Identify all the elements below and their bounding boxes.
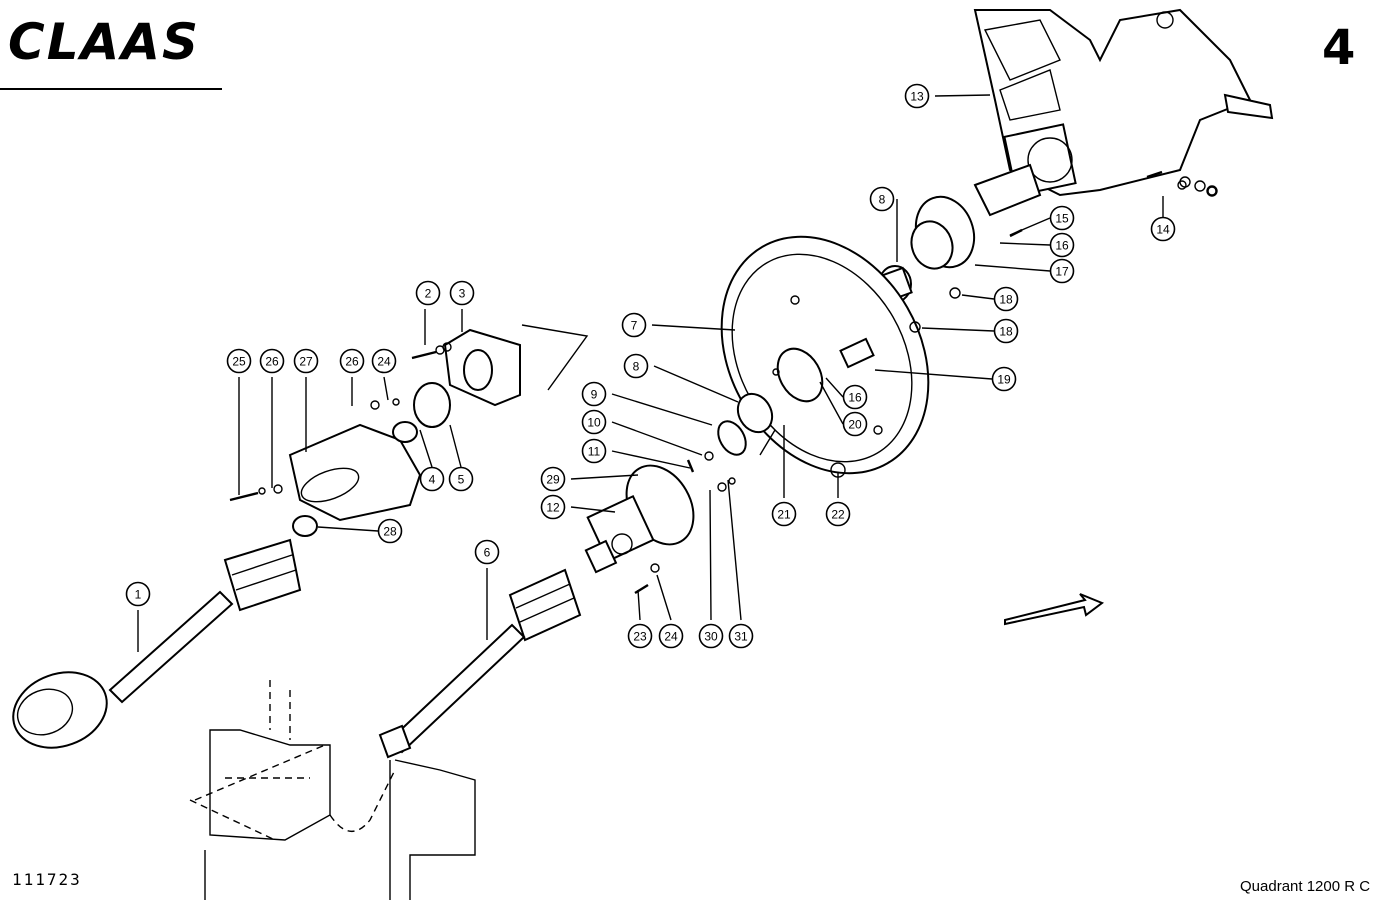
callout-label: 26 — [345, 355, 359, 369]
callout-label: 26 — [265, 355, 279, 369]
callout-label: 12 — [546, 501, 560, 515]
callout-26: 26 — [339, 348, 365, 374]
callout-8: 8 — [623, 353, 649, 379]
brand-logo: CLAAS — [8, 13, 200, 71]
callout-label: 3 — [459, 287, 466, 301]
header-rule — [0, 88, 222, 90]
callout-label: 8 — [633, 360, 640, 374]
callout-4: 4 — [419, 466, 445, 492]
callout-24: 24 — [371, 348, 397, 374]
callout-label: 2 — [425, 287, 432, 301]
callout-label: 30 — [704, 630, 718, 644]
callout-11: 11 — [581, 438, 607, 464]
callout-label: 20 — [848, 418, 862, 432]
callout-10: 10 — [581, 409, 607, 435]
callout-16: 16 — [842, 384, 868, 410]
callout-15: 15 — [1049, 205, 1075, 231]
callout-25: 25 — [226, 348, 252, 374]
hardware-and-leaders — [137, 94, 1217, 652]
callout-label: 9 — [591, 388, 598, 402]
callout-label: 18 — [999, 293, 1013, 307]
callout-18: 18 — [993, 318, 1019, 344]
callout-28: 28 — [377, 518, 403, 544]
callout-24: 24 — [658, 623, 684, 649]
callout-7: 7 — [621, 312, 647, 338]
callout-18: 18 — [993, 286, 1019, 312]
callout-label: 6 — [484, 546, 491, 560]
direction-arrow — [1004, 593, 1105, 626]
model-label: Quadrant 1200 R C — [1240, 878, 1371, 895]
page-number: 4 — [1322, 20, 1356, 76]
callout-13: 13 — [904, 83, 930, 109]
callout-17: 17 — [1049, 258, 1075, 284]
callout-9: 9 — [581, 381, 607, 407]
callout-label: 7 — [631, 319, 638, 333]
chassis-frame — [189, 680, 476, 900]
disc-housing — [717, 235, 930, 478]
callout-label: 13 — [910, 90, 924, 104]
callout-label: 29 — [546, 473, 560, 487]
callout-label: 21 — [777, 508, 791, 522]
callout-label: 11 — [588, 445, 601, 459]
drive-shaft-6 — [378, 568, 582, 759]
callout-label: 1 — [135, 588, 142, 602]
callout-label: 8 — [879, 193, 886, 207]
callout-label: 25 — [232, 355, 246, 369]
callout-label: 24 — [664, 630, 678, 644]
callout-19: 19 — [991, 366, 1017, 392]
callout-label: 22 — [831, 508, 845, 522]
coupling-flange — [584, 464, 695, 574]
callout-label: 18 — [999, 325, 1013, 339]
callout-6: 6 — [474, 539, 500, 565]
callout-label: 17 — [1055, 265, 1069, 279]
callout-20: 20 — [842, 411, 868, 437]
callout-12: 12 — [540, 494, 566, 520]
callout-2: 2 — [415, 280, 441, 306]
callout-label: 28 — [383, 525, 397, 539]
callout-14: 14 — [1150, 216, 1176, 242]
callout-3: 3 — [449, 280, 475, 306]
callout-label: 14 — [1156, 223, 1170, 237]
callout-5: 5 — [448, 466, 474, 492]
callout-label: 16 — [1055, 239, 1069, 253]
callout-22: 22 — [825, 501, 851, 527]
callout-8: 8 — [869, 186, 895, 212]
callout-27: 27 — [293, 348, 319, 374]
callout-1: 1 — [125, 581, 151, 607]
callout-label: 16 — [848, 391, 862, 405]
callout-label: 24 — [377, 355, 391, 369]
callout-30: 30 — [698, 623, 724, 649]
callout-label: 31 — [734, 630, 748, 644]
drive-shaft-1 — [12, 538, 302, 749]
gearbox-housing — [973, 8, 1274, 217]
callout-label: 10 — [587, 416, 601, 430]
callout-23: 23 — [627, 623, 653, 649]
callout-label: 4 — [429, 473, 436, 487]
drawing-code: 111723 — [12, 870, 82, 889]
callout-31: 31 — [728, 623, 754, 649]
shaft-guard — [288, 328, 521, 537]
callout-21: 21 — [771, 501, 797, 527]
callout-label: 23 — [633, 630, 647, 644]
callout-label: 15 — [1055, 212, 1069, 226]
callout-29: 29 — [540, 466, 566, 492]
callout-label: 19 — [997, 373, 1011, 387]
callout-16: 16 — [1049, 232, 1075, 258]
callout-label: 27 — [299, 355, 313, 369]
callout-label: 5 — [458, 473, 465, 487]
callout-26: 26 — [259, 348, 285, 374]
